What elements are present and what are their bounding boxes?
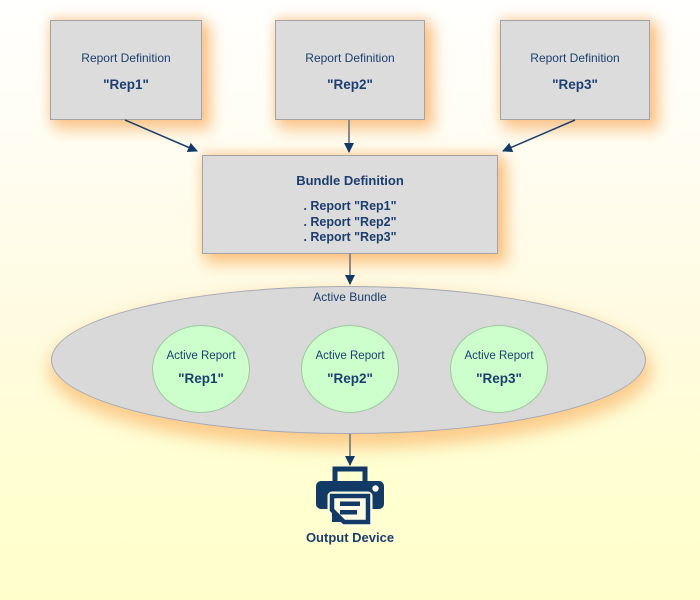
output-device-label: Output Device	[305, 530, 395, 545]
report-definition-title: Report Definition	[530, 51, 620, 65]
bundle-report-list: . Report "Rep1" . Report "Rep2" . Report…	[303, 199, 396, 246]
active-report-circle-rep1: Active Report "Rep1"	[152, 325, 250, 413]
report-definition-title: Report Definition	[81, 51, 171, 65]
active-report-name: "Rep3"	[476, 371, 522, 386]
active-bundle-label: Active Bundle	[313, 290, 387, 304]
report-definition-box-rep3: Report Definition "Rep3"	[500, 20, 650, 120]
active-report-circle-rep3: Active Report "Rep3"	[450, 325, 548, 413]
report-name: "Rep1"	[103, 77, 149, 92]
bundle-definition-title: Bundle Definition	[296, 173, 404, 188]
active-report-name: "Rep1"	[178, 371, 224, 386]
report-definition-box-rep1: Report Definition "Rep1"	[50, 20, 202, 120]
arrow-rep1-to-bundle	[124, 119, 198, 153]
report-name: "Rep3"	[552, 77, 598, 92]
arrow-rep3-to-bundle	[502, 119, 576, 153]
report-definition-box-rep2: Report Definition "Rep2"	[275, 20, 425, 120]
active-report-name: "Rep2"	[327, 371, 373, 386]
report-definition-title: Report Definition	[305, 51, 395, 65]
report-name: "Rep2"	[327, 77, 373, 92]
bundle-report-item: . Report "Rep3"	[303, 230, 397, 244]
active-report-title: Active Report	[315, 350, 385, 362]
active-report-circle-rep2: Active Report "Rep2"	[301, 325, 399, 413]
active-report-title: Active Report	[464, 350, 534, 362]
active-report-title: Active Report	[166, 350, 236, 362]
bundle-definition-box: Bundle Definition . Report "Rep1" . Repo…	[202, 155, 498, 254]
bundle-report-item: . Report "Rep2"	[303, 214, 397, 229]
printer-icon	[316, 466, 384, 527]
bundle-report-item: . Report "Rep1"	[303, 199, 397, 213]
